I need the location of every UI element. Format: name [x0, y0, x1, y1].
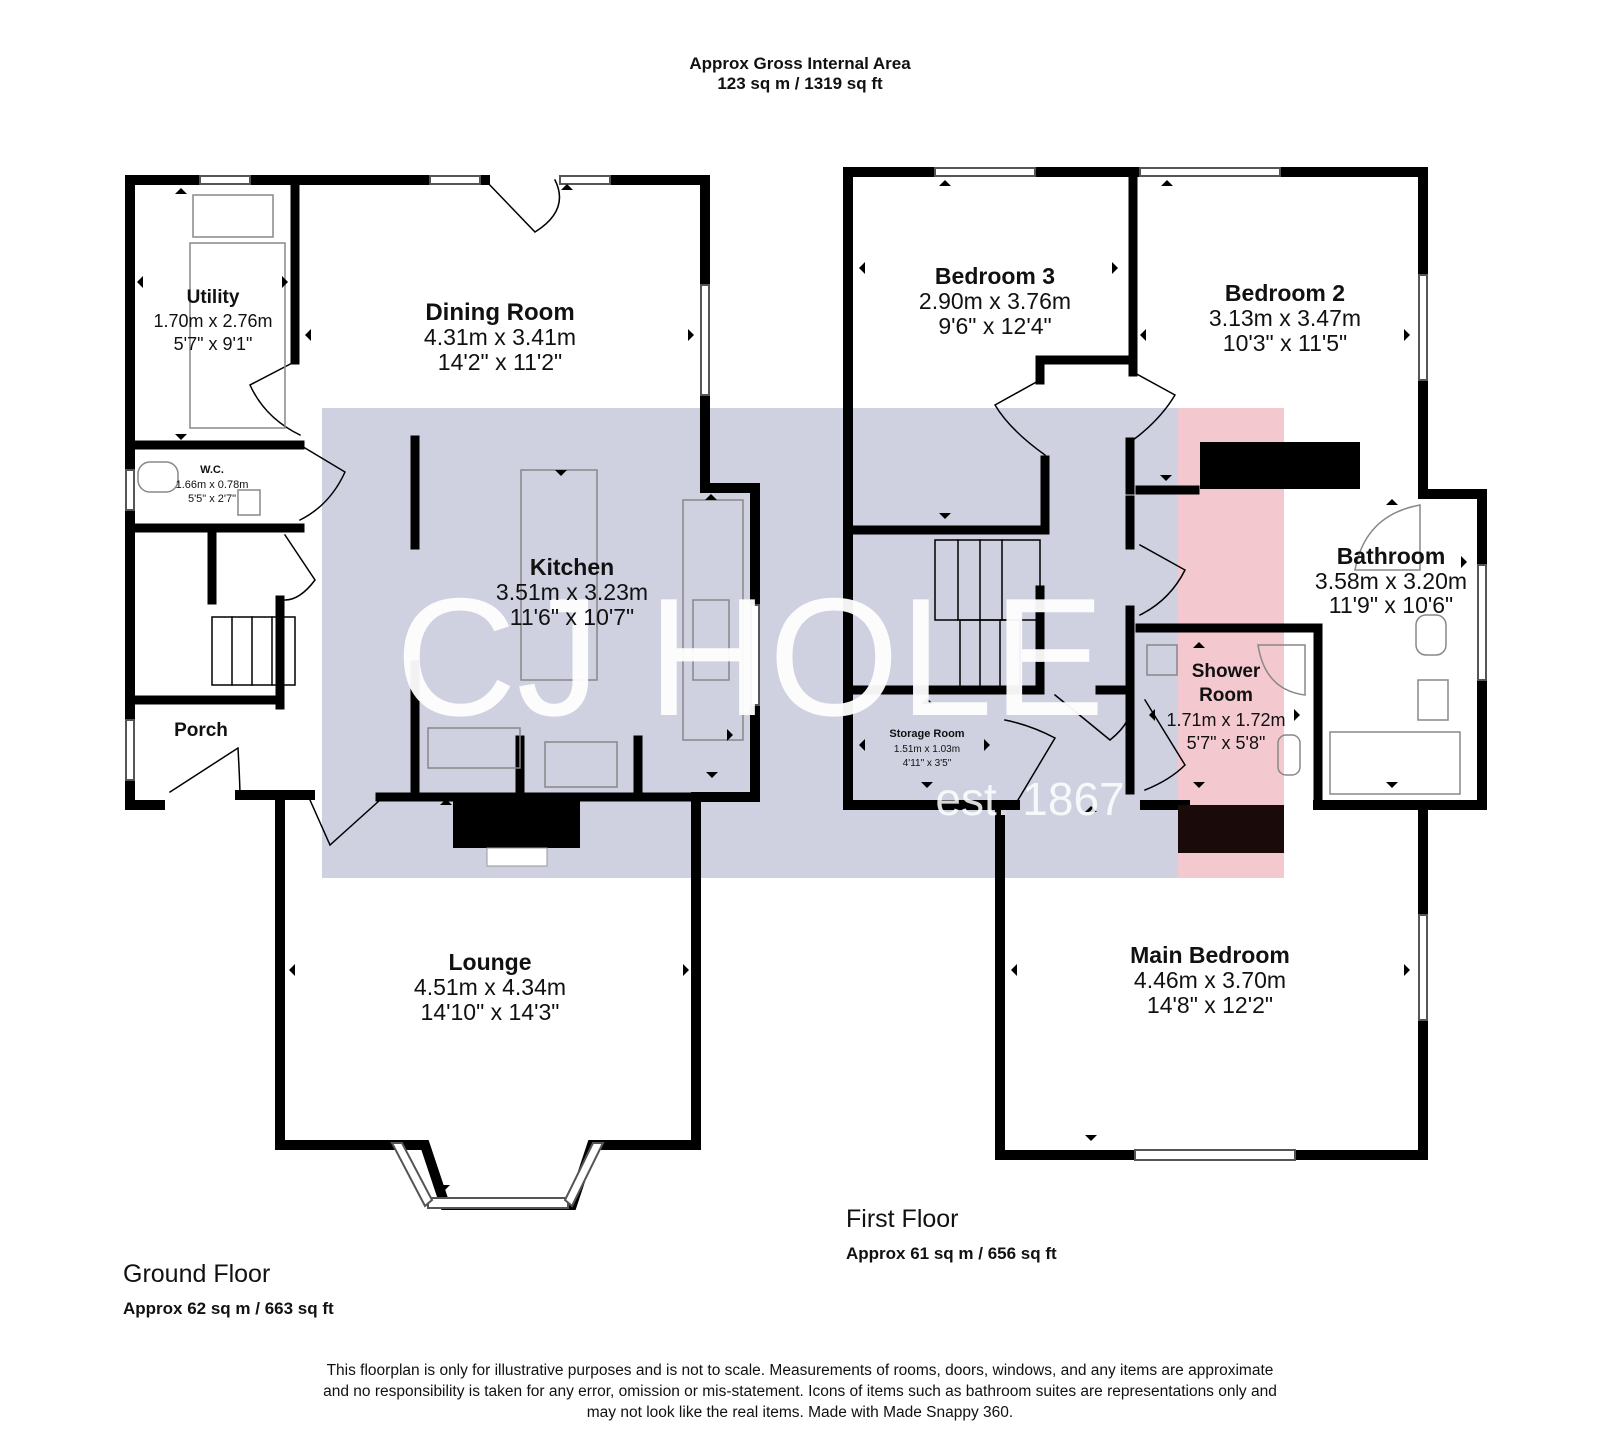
room-name-wc: W.C. [200, 464, 224, 476]
room-name-lounge: Lounge [448, 949, 531, 975]
ground-floor-plan [125, 175, 760, 1210]
disclaimer-line-2: and no responsibility is taken for any e… [323, 1383, 1277, 1400]
room-name-bedroom2: Bedroom 2 [1225, 280, 1345, 306]
first-floor-area: Approx 61 sq m / 656 sq ft [846, 1244, 1057, 1263]
room-name-shower-2: Room [1199, 685, 1253, 706]
first-floor-plan [843, 167, 1487, 1161]
room-metric-utility: 1.70m x 2.76m [153, 311, 272, 331]
room-metric-shower: 1.71m x 1.72m [1166, 710, 1285, 730]
room-imperial-storage: 4'11" x 3'5" [903, 758, 952, 769]
room-metric-bedroom3: 2.90m x 3.76m [919, 288, 1071, 314]
ground-floor-labels: Utility 1.70m x 2.76m 5'7" x 9'1" Dining… [153, 287, 648, 1025]
room-metric-kitchen: 3.51m x 3.23m [496, 579, 648, 605]
gross-area-value: 123 sq m / 1319 sq ft [717, 74, 883, 93]
room-name-main-bedroom: Main Bedroom [1130, 942, 1290, 968]
room-metric-main-bedroom: 4.46m x 3.70m [1134, 967, 1286, 993]
room-imperial-utility: 5'7" x 9'1" [174, 334, 253, 354]
room-metric-wc: 1.66m x 0.78m [176, 479, 249, 491]
dimension-markers [137, 180, 1467, 1191]
room-metric-lounge: 4.51m x 4.34m [414, 974, 566, 1000]
room-imperial-wc: 5'5" x 2'7" [188, 493, 236, 505]
disclaimer-line-3: may not look like the real items. Made w… [586, 1404, 1014, 1421]
room-metric-bathroom: 3.58m x 3.20m [1315, 568, 1467, 594]
ground-floor-area: Approx 62 sq m / 663 sq ft [123, 1299, 334, 1318]
room-imperial-dining: 14'2" x 11'2" [438, 349, 562, 375]
gross-area-header: Approx Gross Internal Area 123 sq m / 13… [0, 54, 1600, 94]
room-imperial-bathroom: 11'9" x 10'6" [1329, 592, 1453, 618]
first-floor-title: First Floor [846, 1205, 959, 1233]
room-name-shower-1: Shower [1192, 661, 1261, 682]
room-name-storage: Storage Room [889, 728, 964, 740]
watermark-brand: CJ HOLE [395, 563, 1105, 751]
watermark-est: est. 1867 [935, 773, 1124, 825]
room-imperial-kitchen: 11'6" x 10'7" [510, 604, 634, 630]
room-name-utility: Utility [187, 287, 240, 308]
room-imperial-bedroom2: 10'3" x 11'5" [1223, 330, 1347, 356]
room-name-bathroom: Bathroom [1337, 543, 1446, 569]
disclaimer: This floorplan is only for illustrative … [250, 1360, 1350, 1423]
room-imperial-shower: 5'7" x 5'8" [1187, 733, 1266, 753]
ground-floor-caption: Ground Floor Approx 62 sq m / 663 sq ft [123, 1260, 334, 1319]
disclaimer-line-1: This floorplan is only for illustrative … [326, 1362, 1274, 1379]
ground-floor-title: Ground Floor [123, 1260, 271, 1288]
room-name-dining: Dining Room [425, 299, 574, 326]
room-name-porch: Porch [174, 720, 228, 741]
first-floor-labels: Bedroom 3 2.90m x 3.76m 9'6" x 12'4" Bed… [889, 263, 1467, 1018]
first-floor-caption: First Floor Approx 61 sq m / 656 sq ft [846, 1205, 1057, 1264]
room-imperial-bedroom3: 9'6" x 12'4" [938, 313, 1051, 339]
room-name-kitchen: Kitchen [530, 554, 614, 580]
room-metric-bedroom2: 3.13m x 3.47m [1209, 305, 1361, 331]
room-imperial-main-bedroom: 14'8" x 12'2" [1147, 992, 1273, 1018]
room-metric-storage: 1.51m x 1.03m [894, 744, 960, 755]
room-metric-dining: 4.31m x 3.41m [424, 324, 576, 350]
room-imperial-lounge: 14'10" x 14'3" [421, 999, 560, 1025]
room-name-bedroom3: Bedroom 3 [935, 263, 1055, 289]
gross-area-title: Approx Gross Internal Area [689, 54, 911, 73]
